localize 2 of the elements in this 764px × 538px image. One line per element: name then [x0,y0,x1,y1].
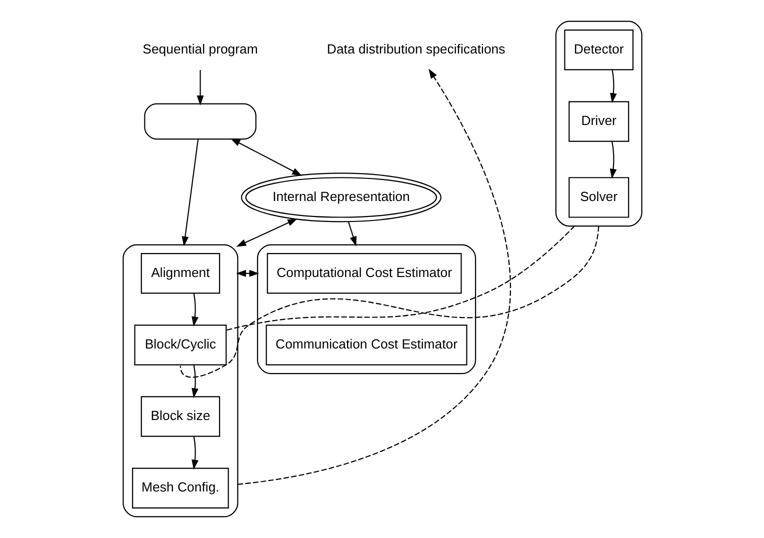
node-text: Data distribution specifications [326,41,505,56]
node-text: Sequential program [142,41,258,56]
